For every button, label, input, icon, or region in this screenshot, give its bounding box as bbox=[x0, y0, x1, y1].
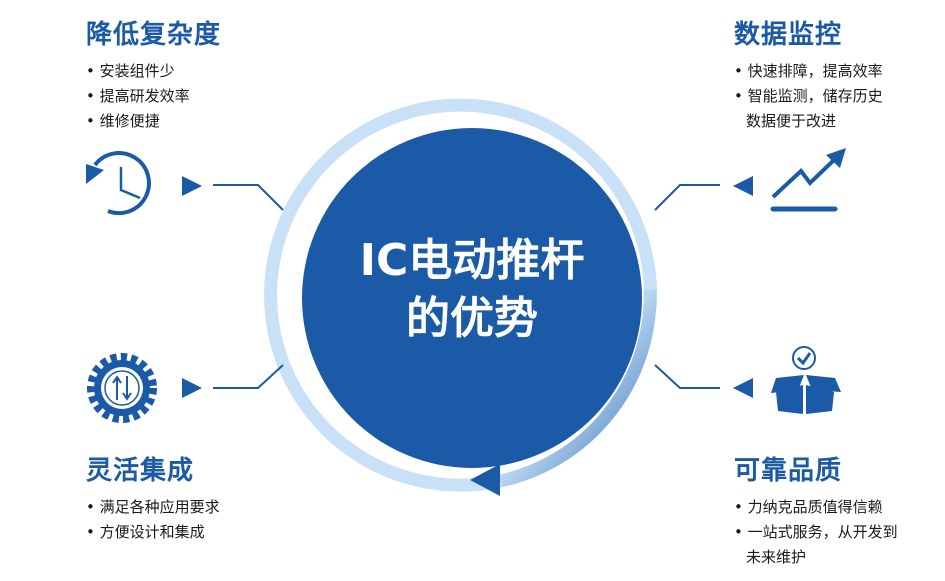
section-title: 可靠品质 bbox=[734, 456, 843, 486]
section-reliable-quality: 可靠品质 力纳克品质值得信赖 一站式服务，从开发到 未来维护 bbox=[734, 450, 898, 570]
center-title-line2: 的优势 bbox=[406, 293, 538, 344]
list-item: 维修便捷 bbox=[86, 109, 221, 134]
list-item: 满足各种应用要求 bbox=[86, 495, 220, 520]
center-title: IC电动推杆 的优势 bbox=[322, 232, 622, 348]
list-item: 快速排障，提高效率 bbox=[734, 59, 883, 84]
section-title: 降低复杂度 bbox=[86, 20, 222, 50]
section-title: 数据监控 bbox=[734, 20, 843, 50]
list-item: 未来维护 bbox=[746, 548, 807, 566]
section-data-monitoring: 数据监控 快速排障，提高效率 智能监测，储存历史 数据便于改进 bbox=[734, 14, 883, 134]
section-title: 灵活集成 bbox=[86, 456, 195, 486]
box-check-icon bbox=[771, 346, 841, 414]
gear-arrows-icon bbox=[87, 353, 157, 423]
trend-up-icon bbox=[770, 148, 846, 212]
pointer-triangles bbox=[182, 176, 753, 398]
center-title-line1: IC电动推杆 bbox=[359, 235, 585, 286]
outer-ring bbox=[264, 98, 658, 496]
section-flexible-integration: 灵活集成 满足各种应用要求 方便设计和集成 bbox=[86, 450, 220, 545]
list-item: 智能监测，储存历史 bbox=[734, 84, 883, 109]
list-item: 一站式服务，从开发到 bbox=[734, 520, 898, 545]
ring-arrowhead bbox=[470, 464, 500, 496]
list-item: 力纳克品质值得信赖 bbox=[734, 495, 898, 520]
list-item: 安装组件少 bbox=[86, 59, 221, 84]
section-reduce-complexity: 降低复杂度 安装组件少 提高研发效率 维修便捷 bbox=[86, 14, 221, 134]
connectors bbox=[213, 184, 720, 389]
list-item: 方便设计和集成 bbox=[86, 520, 220, 545]
list-item: 数据便于改进 bbox=[746, 112, 837, 130]
clock-history-icon bbox=[86, 151, 151, 215]
list-item: 提高研发效率 bbox=[86, 84, 221, 109]
center-circle bbox=[302, 128, 642, 468]
